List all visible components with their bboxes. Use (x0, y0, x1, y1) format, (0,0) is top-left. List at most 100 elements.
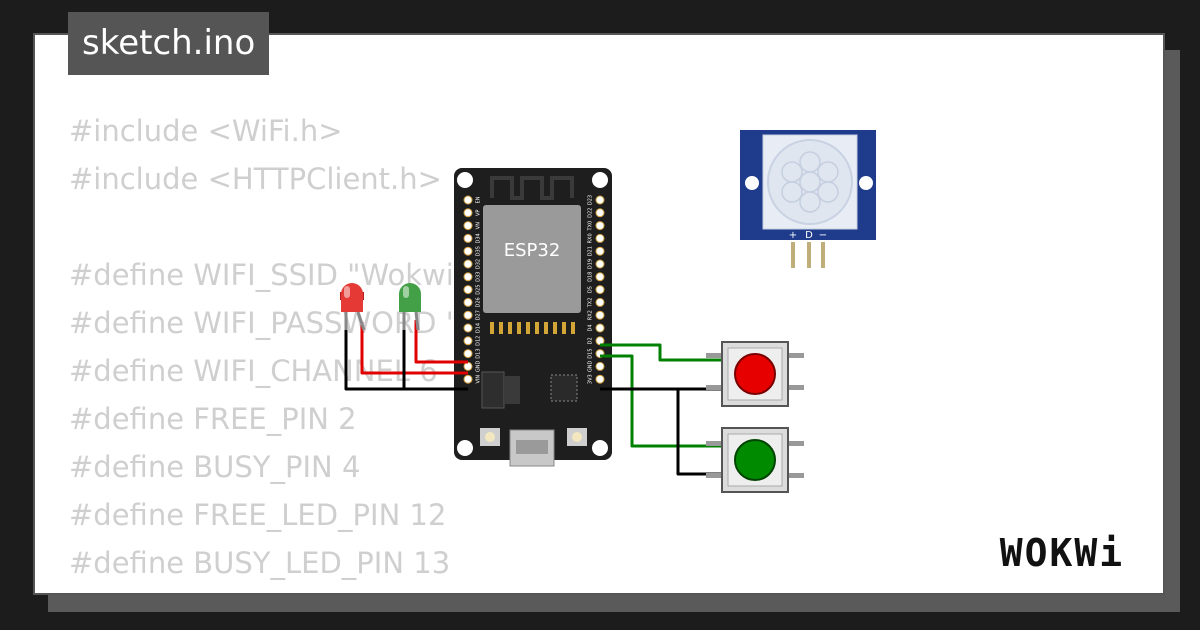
pin-label: D35 (476, 246, 482, 256)
header-pin[interactable] (463, 246, 473, 256)
code-line: #define FREE_PIN 2 (69, 402, 357, 436)
pin-label: D21 (588, 246, 594, 256)
header-pin[interactable] (463, 285, 473, 295)
header-pin[interactable] (595, 310, 605, 320)
module-pad (517, 322, 521, 334)
esp32-module-shield (483, 205, 581, 313)
module-pad (571, 322, 575, 334)
header-pin[interactable] (595, 272, 605, 282)
header-pin[interactable] (595, 323, 605, 333)
pir-mount-hole-right (859, 176, 873, 190)
header-pin[interactable] (463, 323, 473, 333)
pin-label: GND (476, 361, 482, 373)
pin-label: VP (476, 210, 482, 216)
pin-label: D14 (476, 323, 482, 333)
header-pin[interactable] (595, 221, 605, 231)
header-pin[interactable] (463, 208, 473, 218)
wires (344, 320, 722, 476)
pir-pin-label: + (789, 230, 797, 241)
header-pin[interactable] (463, 233, 473, 243)
header-pin[interactable] (463, 221, 473, 231)
pin-label: D2 (588, 337, 594, 344)
usb-uart-chip (550, 374, 578, 402)
header-pin[interactable] (595, 259, 605, 269)
pin-label: TX2 (588, 298, 594, 309)
pushbutton-red[interactable] (706, 341, 804, 407)
mount-hole (592, 172, 608, 188)
led-red[interactable] (340, 283, 366, 331)
pushbutton-green-cap (734, 439, 776, 481)
voltage-regulator (481, 371, 505, 409)
header-pin[interactable] (595, 208, 605, 218)
file-tab-sketch[interactable]: sketch.ino (68, 12, 270, 75)
code-line: #define BUSY_PIN 4 (69, 450, 361, 484)
module-pad (508, 322, 512, 334)
header-pin[interactable] (463, 297, 473, 307)
wokwi-logo-text: WOKWi (1000, 531, 1124, 575)
header-pin[interactable] (463, 361, 473, 371)
header-pin[interactable] (463, 374, 473, 384)
pin-label: 3V3 (588, 374, 594, 384)
module-pad (526, 322, 530, 334)
header-pin[interactable] (595, 374, 605, 384)
pin-label: D26 (476, 297, 482, 307)
led-green-body (399, 283, 421, 312)
pir-pin-label: − (819, 230, 827, 241)
pin-label: D13 (476, 348, 482, 358)
code-line: #define FREE_LED_PIN 12 (69, 498, 447, 532)
header-pin[interactable] (463, 336, 473, 346)
module-pad (535, 322, 539, 334)
header-pin[interactable] (463, 195, 473, 205)
module-pad (553, 322, 557, 334)
header-pin[interactable] (463, 272, 473, 282)
wire-led-ground (344, 322, 468, 391)
header-pin[interactable] (595, 246, 605, 256)
code-line: #define WIFI_PASSWORD "" (69, 306, 473, 340)
pushbutton-green[interactable] (706, 427, 804, 493)
header-pin[interactable] (463, 310, 473, 320)
header-pin[interactable] (463, 349, 473, 359)
header-pin[interactable] (595, 297, 605, 307)
pir-pin (821, 242, 825, 268)
header-pin[interactable] (595, 233, 605, 243)
wire-free-led-signal (414, 320, 468, 364)
module-pad (490, 322, 494, 334)
pir-pin (807, 242, 811, 268)
led-red-body (341, 283, 363, 312)
pin-label: D22 (588, 208, 594, 218)
mount-hole (457, 172, 473, 188)
pin-label: VN (476, 222, 482, 229)
module-pad (544, 322, 548, 334)
pin-label: D18 (588, 272, 594, 282)
esp32-module-label: ESP32 (504, 240, 561, 261)
pin-label: D19 (588, 259, 594, 269)
pushbutton-red-cap (734, 353, 776, 395)
pir-dome (767, 139, 853, 225)
header-pin[interactable] (463, 259, 473, 269)
header-pin[interactable] (595, 195, 605, 205)
pin-label: D23 (588, 195, 594, 205)
header-pin[interactable] (595, 361, 605, 371)
pir-sensor[interactable]: + D − (740, 130, 876, 268)
pin-label: D25 (476, 284, 482, 294)
pin-label: TX0 (588, 221, 594, 232)
wire-button-green (600, 354, 722, 448)
pin-label: D5 (588, 286, 594, 293)
code-line: #include <WiFi.h> (69, 114, 343, 148)
pin-label: D32 (476, 259, 482, 269)
esp32-board[interactable]: ESP32 ENVPVND34D35D32D33D25D26D27D14D12D… (454, 168, 612, 467)
module-pad (499, 322, 503, 334)
led-green[interactable] (399, 283, 421, 331)
mount-hole (592, 440, 608, 456)
pin-label: D15 (588, 348, 594, 358)
pin-label: EN (476, 196, 482, 203)
pir-mount-hole-left (745, 176, 759, 190)
wire-button-ground (676, 389, 722, 476)
wire-busy-led-signal (360, 322, 468, 375)
left-pin-header: ENVPVND34D35D32D33D25D26D27D14D12D13GNDV… (463, 195, 482, 384)
right-pin-header: D23D22TX0RX0D21D19D18D5TX2RX2D4D2D15GND3… (588, 195, 605, 384)
header-pin[interactable] (595, 285, 605, 295)
antenna-trace (490, 176, 574, 200)
code-line: #define WIFI_CHANNEL 6 (69, 354, 438, 388)
